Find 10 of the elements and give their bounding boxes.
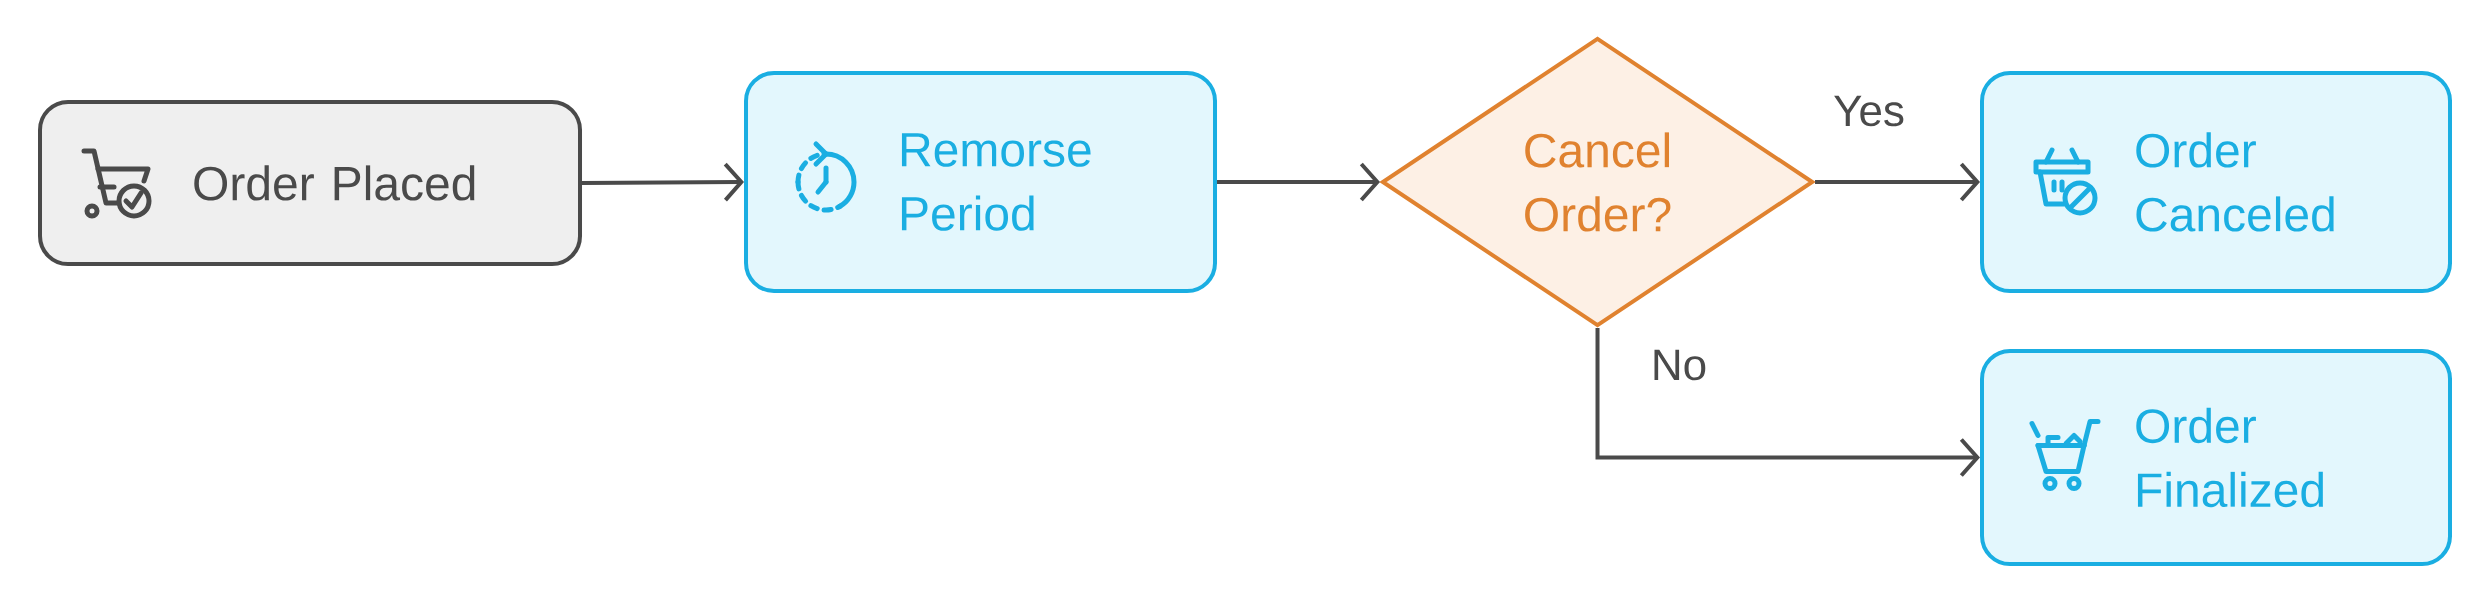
edge-label: No — [1654, 349, 1706, 381]
edge-label: Yes — [1834, 95, 1904, 127]
process-box: Order Placed — [38, 100, 582, 266]
arrow — [1217, 162, 1380, 202]
arrow — [582, 162, 744, 202]
arrow — [1595, 328, 1980, 477]
arrow — [1815, 162, 1980, 202]
process-box: Order Finalized — [1980, 349, 2452, 566]
process-box: Order Canceled — [1980, 71, 2452, 293]
process-box: Remorse Period — [744, 71, 1217, 293]
